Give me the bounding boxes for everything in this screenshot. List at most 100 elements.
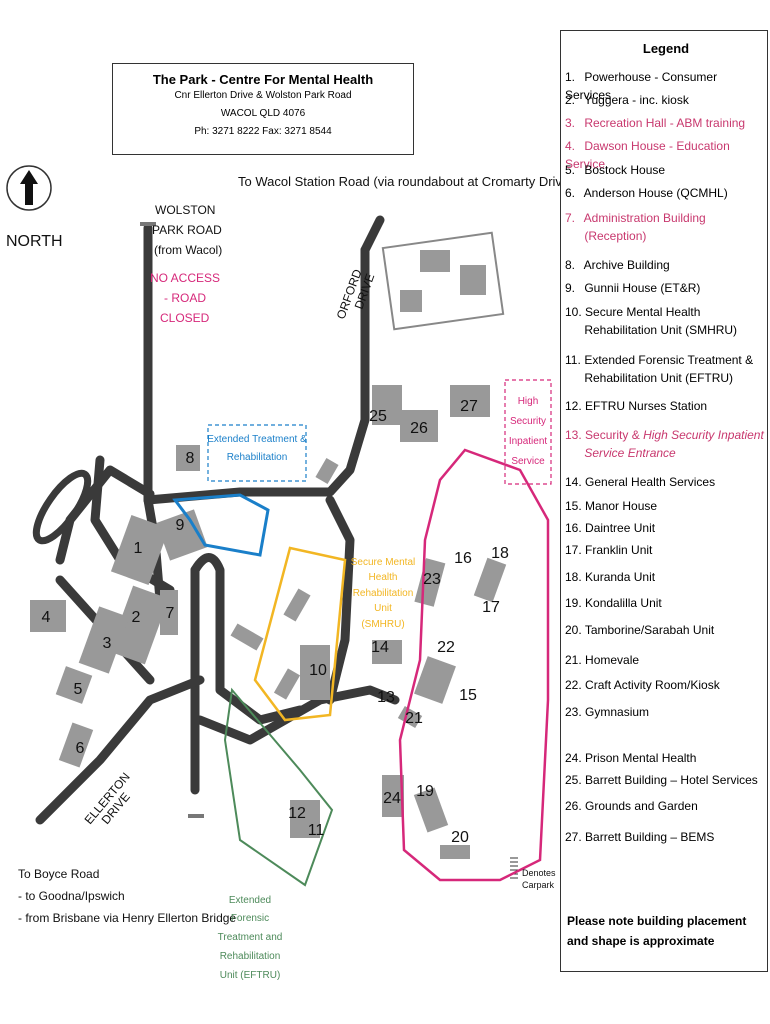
carpark-legend-1: Denotes [522, 868, 556, 878]
address-line-1: Cnr Ellerton Drive & Wolston Park Road [174, 90, 352, 101]
north-arrow-icon [6, 165, 52, 211]
road-end-bar [188, 814, 204, 818]
title-box: The Park - Centre For Mental Health Cnr … [112, 63, 414, 155]
hsis-label-4: Service [511, 456, 545, 467]
building-number-7: 7 [166, 605, 175, 622]
legend-item-2: 2. Yuggera - inc. kiosk [565, 93, 689, 107]
orford-block-outline [381, 231, 505, 331]
legend-item-13: 13. Security & High Security Inpatient S… [565, 428, 764, 460]
legend-item-26: 26. Grounds and Garden [565, 799, 698, 813]
legend-item-17: 17. Franklin Unit [565, 543, 653, 557]
building-number-4: 4 [42, 609, 51, 626]
legend-item-16: 16. Daintree Unit [565, 521, 656, 535]
building-number-18: 18 [491, 545, 509, 562]
eftru-label-4: Rehabilitation [220, 951, 281, 962]
building-number-14: 14 [371, 639, 389, 656]
legend-item-9: 9. Gunnii House (ET&R) [565, 281, 701, 295]
phone-fax: Ph: 3271 8222 Fax: 3271 8544 [194, 126, 332, 137]
buildings [30, 385, 507, 859]
building-number-20: 20 [451, 829, 469, 846]
no-access-label-1: NO ACCESS [150, 271, 220, 285]
smhru-label-3: Rehabilitation [353, 588, 414, 599]
legend-item-5: 5. Bostock House [565, 163, 666, 177]
building-number-8: 8 [186, 450, 195, 467]
wolston-label-2: PARK ROAD [152, 223, 222, 237]
eftru-zone-outline [223, 687, 334, 887]
building-number-1: 1 [134, 540, 143, 557]
legend-item-19: 19. Kondalilla Unit [565, 596, 662, 610]
building-number-26: 26 [410, 420, 428, 437]
smhru-label-4: Unit [374, 603, 392, 614]
address-line-2: WACOL QLD 4076 [220, 108, 306, 119]
legend-item-7: 7. Administration Building (Reception) [565, 211, 706, 243]
legend-item-14: 14. General Health Services [565, 475, 716, 489]
eftru-label-1: Extended [229, 895, 271, 906]
legend-panel: Legend 1. Powerhouse - Consumer Services… [560, 30, 768, 972]
eftru-label-2: Forensic [231, 913, 269, 924]
building-number-24: 24 [383, 790, 401, 807]
building-number-19: 19 [416, 783, 434, 800]
hsis-label-3: Inpatient [509, 436, 548, 447]
building-number-6: 6 [76, 740, 85, 757]
legend-item-11: 11. Extended Forensic Treatment & Rehabi… [565, 353, 754, 385]
oval-track [32, 469, 92, 545]
building-number-labels: 1 2 3 4 5 6 7 8 9 10 11 12 13 14 15 16 1… [42, 398, 509, 846]
eftru-label-3: Treatment and [218, 932, 283, 943]
building-number-27: 27 [460, 398, 478, 415]
building-number-13: 13 [377, 689, 395, 706]
legend-item-22: 22. Craft Activity Room/Kiosk [565, 678, 720, 692]
no-access-label-2: - ROAD [164, 291, 206, 305]
campus-map: NORTH [6, 165, 560, 981]
building-number-12: 12 [288, 805, 306, 822]
building-number-9: 9 [176, 517, 185, 534]
boyce-label-2: - to Goodna/Ipswich [18, 889, 125, 903]
wolston-label-3: (from Wacol) [154, 243, 222, 257]
legend-item-18: 18. Kuranda Unit [565, 570, 656, 584]
legend-item-1: 1. Powerhouse - Consumer Services [565, 70, 718, 102]
boyce-label-1: To Boyce Road [18, 867, 99, 881]
legend-item-23: 23. Gymnasium [565, 705, 650, 719]
smhru-label-1: Secure Mental [351, 557, 415, 568]
hsis-zone-outline [398, 448, 550, 882]
hsis-label-2: Security [510, 416, 546, 427]
etr-label-1: Extended Treatment & [207, 434, 307, 445]
to-wacol-station-label: To Wacol Station Road (via roundabout at… [238, 174, 560, 189]
hsis-label-1: High [518, 396, 539, 407]
legend-item-21: 21. Homevale [565, 653, 640, 667]
building-number-16: 16 [454, 550, 472, 567]
legend-item-4: 4. Dawson House - Education Service [565, 139, 730, 171]
legend-item-27: 27. Barrett Building – BEMS [565, 830, 715, 844]
smhru-label-2: Health [369, 572, 398, 583]
building-number-2: 2 [132, 609, 141, 626]
legend-item-6: 6. Anderson House (QCMHL) [565, 186, 728, 200]
eftru-label-5: Unit (EFTRU) [220, 970, 281, 981]
building-number-17: 17 [482, 599, 500, 616]
building-number-3: 3 [103, 635, 112, 652]
building-number-15: 15 [459, 687, 477, 704]
legend-item-24: 24. Prison Mental Health [565, 751, 697, 765]
legend-item-3: 3. Recreation Hall - ABM training [565, 116, 746, 130]
north-label: NORTH [6, 233, 63, 250]
legend-item-15: 15. Manor House [565, 499, 658, 513]
building-number-5: 5 [74, 681, 83, 698]
legend-item-20: 20. Tamborine/Sarabah Unit [565, 623, 715, 637]
legend-heading: Legend [642, 41, 690, 56]
legend-item-12: 12. EFTRU Nurses Station [565, 399, 708, 413]
building-number-25: 25 [369, 408, 387, 425]
hsis-callout-box [504, 379, 552, 485]
building-number-21: 21 [405, 710, 423, 727]
boyce-label-3: - from Brisbane via Henry Ellerton Bridg… [18, 911, 236, 925]
legend-item-25: 25. Barrett Building – Hotel Services [565, 773, 758, 787]
legend-item-10: 10. Secure Mental Health Rehabilitation … [565, 305, 738, 337]
etr-label-2: Rehabilitation [227, 452, 288, 463]
building-number-23: 23 [423, 571, 441, 588]
smhru-zone-outline [253, 546, 347, 722]
building-number-10: 10 [309, 662, 327, 679]
building-number-11: 11 [308, 822, 325, 839]
wolston-label-1: WOLSTON [155, 203, 215, 217]
carpark-legend-2: Carpark [522, 880, 555, 890]
road-end-bar [140, 222, 156, 226]
no-access-label-3: CLOSED [160, 311, 210, 325]
legend-item-8: 8. Archive Building [565, 258, 670, 272]
